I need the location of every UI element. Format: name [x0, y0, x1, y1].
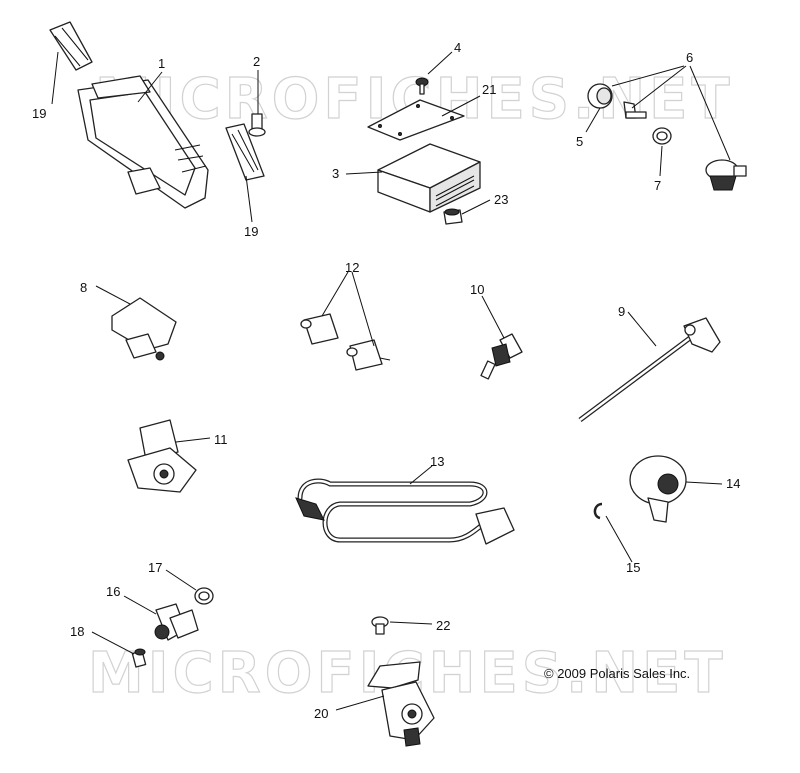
callout-13: 13	[430, 454, 444, 469]
part-22-screw	[371, 616, 389, 635]
callout-4: 4	[454, 40, 461, 55]
callout-19-middle: 19	[244, 224, 258, 239]
part-4-screw	[415, 77, 429, 95]
callout-8: 8	[80, 280, 87, 295]
part-21-cover	[367, 99, 465, 141]
part-23-grommet	[443, 208, 463, 225]
part-13-harness	[295, 478, 515, 545]
leader-lines	[51, 51, 731, 711]
part-16-sensor	[154, 603, 199, 641]
part-17-oring	[194, 587, 214, 605]
part-3-module	[377, 143, 481, 213]
callout-20: 20	[314, 706, 328, 721]
callout-7: 7	[654, 178, 661, 193]
callout-18: 18	[70, 624, 84, 639]
callout-11: 11	[214, 432, 228, 447]
part-8-sensor	[111, 297, 177, 361]
callout-14: 14	[726, 476, 740, 491]
part-19-bracket-middle	[225, 123, 265, 181]
callout-6: 6	[686, 50, 693, 65]
callout-16: 16	[106, 584, 120, 599]
callout-19-top: 19	[32, 106, 46, 121]
callout-9: 9	[618, 304, 625, 319]
part-5-cap	[587, 83, 613, 109]
part-6-clip	[623, 101, 647, 119]
part-20-throttle-body	[367, 661, 435, 747]
callout-15: 15	[626, 560, 640, 575]
part-9-probe	[578, 317, 721, 423]
part-11-sensor	[127, 419, 197, 493]
part-6-sensor	[705, 159, 747, 191]
callout-labels: 19 1 2 19 4 21 3 23 6 5 7 8 12 10 9 11 1…	[32, 40, 740, 721]
callout-17: 17	[148, 560, 162, 575]
part-1-ecu	[77, 75, 209, 209]
part-12-sleeve-a	[300, 313, 339, 345]
callout-22: 22	[436, 618, 450, 633]
callout-10: 10	[470, 282, 484, 297]
part-7-washer	[652, 127, 672, 145]
part-15-clip	[593, 502, 603, 520]
callout-5: 5	[576, 134, 583, 149]
callout-3: 3	[332, 166, 339, 181]
callout-2: 2	[253, 54, 260, 69]
callout-23: 23	[494, 192, 508, 207]
callout-12: 12	[345, 260, 359, 275]
part-14-sensor	[629, 455, 687, 523]
part-2-bolt	[248, 113, 266, 137]
callout-21: 21	[482, 82, 496, 97]
copyright-notice: © 2009 Polaris Sales Inc.	[544, 666, 690, 681]
part-10-sensor	[480, 333, 523, 380]
part-12-sleeve-b	[346, 339, 391, 371]
part-18-bolt	[131, 648, 147, 668]
callout-1: 1	[158, 56, 165, 71]
part-19-bracket-top	[49, 21, 93, 71]
